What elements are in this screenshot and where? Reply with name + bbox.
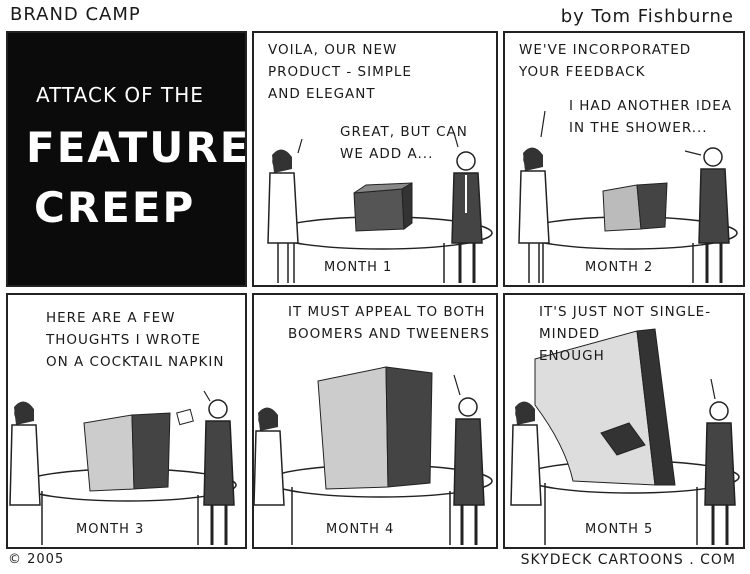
- panel-caption: MONTH 2: [585, 260, 654, 275]
- byline: by Tom Fishburne: [560, 6, 734, 27]
- speech-bubble-boss: IT MUST APPEAL TO BOTH BOOMERS AND TWEEN…: [288, 304, 490, 342]
- speech-bubble-boss: I HAD ANOTHER IDEA IN THE SHOWER...: [569, 98, 733, 136]
- speech-bubble-boss: IT'S JUST NOT SINGLE- MINDED ENOUGH: [539, 304, 712, 364]
- comic-title-line3: CREEP: [34, 183, 196, 232]
- panel-illustration: [518, 110, 738, 283]
- series-title: BRAND CAMP: [10, 4, 141, 25]
- speech-bubble-boss: GREAT, BUT CAN WE ADD A...: [340, 124, 468, 162]
- comic-title-line1: ATTACK OF THE: [36, 83, 204, 107]
- website-credit: SKYDECK CARTOONS . COM: [520, 552, 736, 568]
- comic-panel-month-5: IT'S JUST NOT SINGLE- MINDED ENOUGH MONT…: [503, 293, 745, 549]
- speech-bubble-boss: HERE ARE A FEW THOUGHTS I WROTE ON A COC…: [46, 310, 225, 370]
- panel-caption: MONTH 3: [76, 522, 145, 537]
- panel-illustration: [254, 366, 493, 545]
- panel-illustration: [267, 132, 493, 283]
- comic-title-line2: FEATURE: [26, 123, 247, 172]
- panel-caption: MONTH 1: [324, 260, 393, 275]
- comic-panel-month-4: IT MUST APPEAL TO BOTH BOOMERS AND TWEEN…: [252, 293, 498, 549]
- copyright-notice: © 2005: [8, 552, 65, 567]
- title-panel: ATTACK OF THE FEATURE CREEP: [6, 31, 247, 287]
- comic-panel-month-1: VOILA, OUR NEW PRODUCT - SIMPLE AND ELEG…: [252, 31, 498, 287]
- speech-bubble-woman: WE'VE INCORPORATED YOUR FEEDBACK: [519, 42, 692, 80]
- panel-illustration: [510, 328, 740, 545]
- comic-panel-month-2: WE'VE INCORPORATED YOUR FEEDBACK I HAD A…: [503, 31, 745, 287]
- panel-illustration: [9, 390, 237, 545]
- speech-bubble-woman: VOILA, OUR NEW PRODUCT - SIMPLE AND ELEG…: [268, 42, 412, 102]
- panel-caption: MONTH 5: [585, 522, 654, 537]
- panel-caption: MONTH 4: [326, 522, 395, 537]
- comic-panel-month-3: HERE ARE A FEW THOUGHTS I WROTE ON A COC…: [6, 293, 247, 549]
